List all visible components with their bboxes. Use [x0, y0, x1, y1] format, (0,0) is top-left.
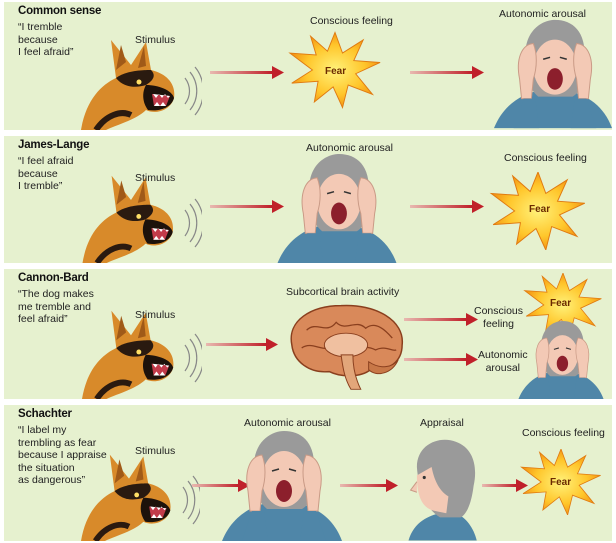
conscious-feeling-label: Conscious feeling: [504, 152, 587, 164]
autonomic-arousal-label: Autonomic arousal: [499, 8, 586, 20]
arrow-icon: [482, 479, 528, 492]
arrow-icon: [404, 313, 478, 326]
arrow-icon: [210, 200, 284, 213]
fear-label: Fear: [550, 477, 571, 488]
theory-quote: “I tremble because I feel afraid”: [18, 21, 73, 59]
brain-icon: [291, 305, 402, 389]
stimulus-label: Stimulus: [135, 172, 175, 184]
panel-cannon-bard: Cannon-Bard “The dog makes me tremble an…: [4, 269, 612, 399]
theory-title: Cannon-Bard: [18, 272, 89, 284]
screaming-person-icon: [278, 154, 397, 263]
screaming-person-icon: [494, 20, 612, 128]
sound-waves-icon: [185, 334, 203, 382]
theory-quote: “I feel afraid because I tremble”: [18, 155, 73, 193]
arrow-icon: [340, 479, 398, 492]
panel-common-sense: Common sense “I tremble because I feel a…: [4, 2, 612, 130]
conscious-feeling-label: Conscious feeling: [474, 305, 523, 330]
theory-title: James-Lange: [18, 139, 89, 151]
appraisal-label: Appraisal: [420, 417, 464, 429]
dog-icon: [81, 40, 174, 130]
sound-waves-icon: [185, 67, 203, 115]
theory-title: Schachter: [18, 408, 72, 420]
stimulus-label: Stimulus: [135, 34, 175, 46]
stimulus-label: Stimulus: [135, 309, 175, 321]
theory-title: Common sense: [18, 5, 101, 17]
arrow-icon: [206, 338, 278, 351]
calm-profile-icon: [409, 440, 477, 541]
stimulus-label: Stimulus: [135, 445, 175, 457]
dog-icon: [82, 311, 173, 399]
arrow-icon: [410, 200, 484, 213]
panel-art: [4, 2, 612, 130]
arrow-icon: [192, 479, 250, 492]
theory-quote: “I label my trembling as fear because I …: [18, 424, 107, 487]
sound-waves-icon: [185, 199, 203, 247]
fear-label: Fear: [325, 66, 346, 77]
fear-label: Fear: [550, 298, 571, 309]
conscious-feeling-label: Conscious feeling: [310, 15, 393, 27]
fear-label: Fear: [529, 204, 550, 215]
autonomic-arousal-label: Autonomic arousal: [306, 142, 393, 154]
arrow-icon: [404, 353, 478, 366]
arrow-icon: [210, 66, 284, 79]
screaming-person-icon: [518, 321, 603, 399]
panel-james-lange: James-Lange “I feel afraid because I tre…: [4, 136, 612, 263]
theory-quote: “The dog makes me tremble and feel afrai…: [18, 288, 94, 326]
conscious-feeling-label: Conscious feeling: [522, 427, 605, 439]
panel-schachter: Schachter “I label my trembling as fear …: [4, 405, 612, 541]
autonomic-arousal-label: Autonomic arousal: [478, 349, 528, 374]
sound-waves-icon: [183, 476, 201, 524]
arrow-icon: [410, 66, 484, 79]
autonomic-arousal-label: Autonomic arousal: [244, 417, 331, 429]
dog-icon: [83, 176, 174, 263]
subcortical-brain-activity-label: Subcortical brain activity: [286, 286, 399, 298]
